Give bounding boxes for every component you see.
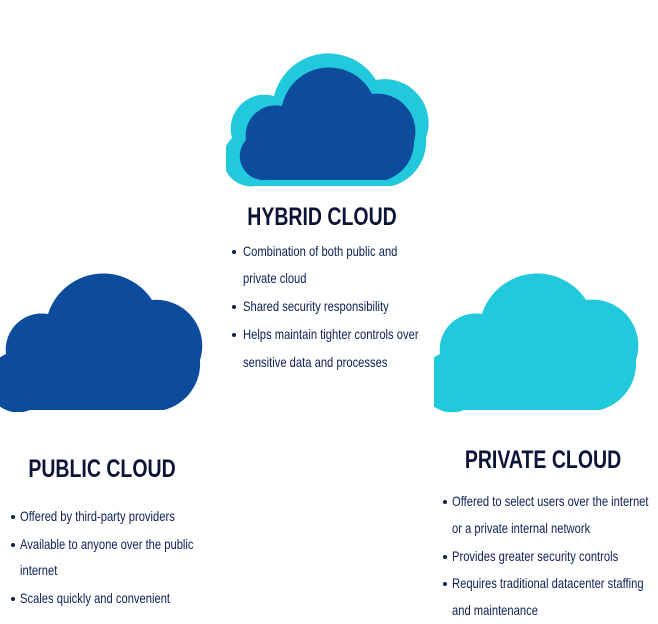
hybrid-cloud-title: HYBRID CLOUD (247, 203, 397, 231)
private-cloud-title: PRIVATE CLOUD (464, 446, 622, 474)
bullet-text: Available to anyone over the public (20, 536, 194, 552)
bullet-icon (11, 597, 15, 601)
bullet-text: Requires traditional datacenter staffing (452, 575, 644, 591)
bullet-text: Helps maintain tighter controls over (243, 326, 419, 342)
hybrid-cloud-icon (226, 53, 429, 187)
bullet-text: or a private internal network (452, 520, 591, 536)
bullet-text: Scales quickly and convenient (20, 590, 171, 606)
bullet-text: Offered by third-party providers (20, 508, 175, 524)
bullet-icon (232, 305, 236, 309)
bullet-icon (443, 555, 447, 559)
bullet-text: private cloud (243, 270, 307, 286)
public-cloud-icon (0, 273, 203, 412)
bullet-icon (232, 250, 236, 254)
bullet-icon (11, 543, 15, 547)
bullet-icon (11, 515, 15, 519)
bullet-text: internet (20, 562, 58, 578)
bullet-text: Offered to select users over the interne… (452, 493, 649, 509)
bullet-text: Provides greater security controls (452, 548, 619, 564)
bullet-icon (443, 582, 447, 586)
bullet-text: Combination of both public and (243, 243, 398, 259)
bullet-text: and maintenance (452, 602, 538, 618)
bullet-text: Shared security responsibility (243, 298, 389, 314)
bullet-text: sensitive data and processes (243, 354, 388, 370)
bullet-icon (232, 333, 236, 337)
public-cloud-title: PUBLIC CLOUD (28, 455, 176, 483)
bullet-icon (443, 500, 447, 504)
private-cloud-icon (434, 273, 639, 412)
